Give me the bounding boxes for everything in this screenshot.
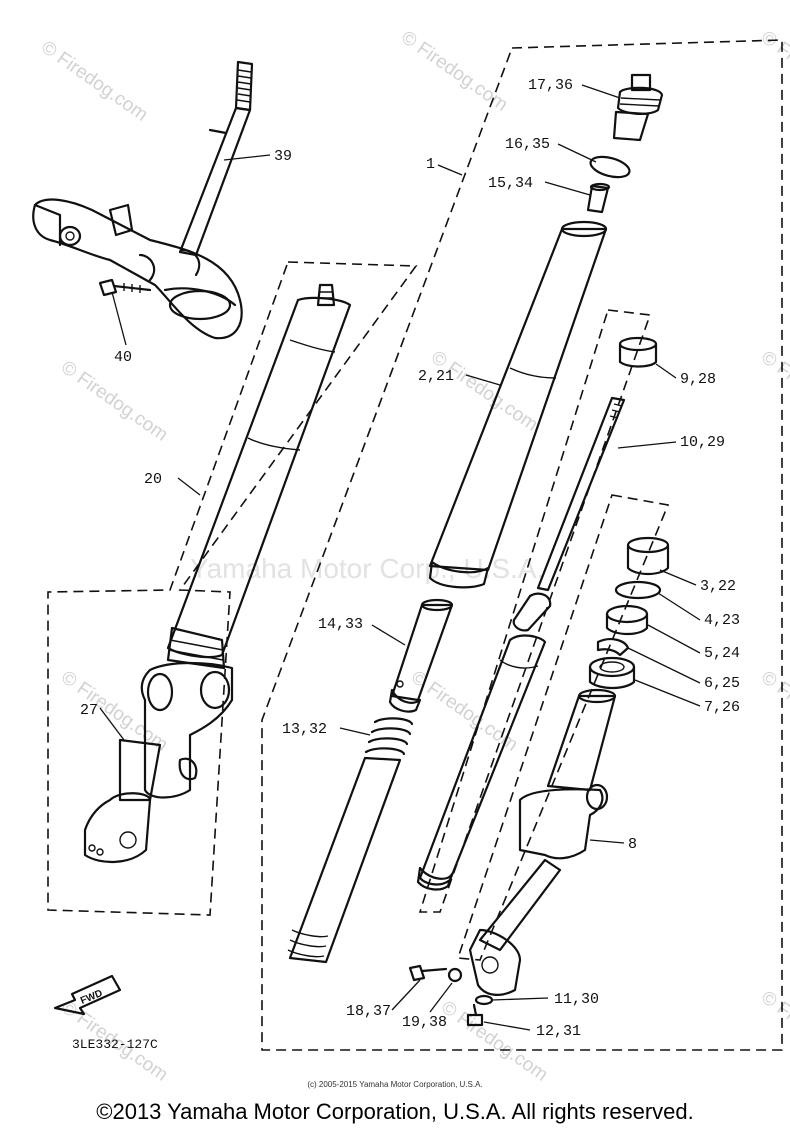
callout-19-38: 19,38 xyxy=(402,1014,447,1031)
base-bolt xyxy=(466,1003,484,1027)
callout-labels: 39 40 20 27 1 17,36 16,35 15,34 2,21 9,2… xyxy=(80,77,740,1040)
watermark-site: © Firedog.com xyxy=(57,667,171,756)
cap-bolt xyxy=(612,73,664,142)
watermark-site: © Firedog.com xyxy=(757,987,790,1076)
callout-18-37: 18,37 xyxy=(346,1003,391,1020)
diagram-code: 3LE332-127C xyxy=(72,1037,158,1052)
piston-cylinder xyxy=(388,598,454,713)
left-fork-assembly-boundary xyxy=(47,261,418,916)
fork-spring-upper xyxy=(364,717,414,756)
callout-13-32: 13,32 xyxy=(282,721,327,738)
watermark-site: © Firedog.com xyxy=(427,347,541,436)
collar xyxy=(618,336,658,368)
circlip xyxy=(596,638,630,657)
washer xyxy=(605,604,649,636)
retaining-clip xyxy=(614,580,662,600)
small-washer xyxy=(447,967,463,983)
damper-rod xyxy=(512,396,626,632)
callout-3-22: 3,22 xyxy=(700,578,736,595)
oil-seal xyxy=(626,536,670,576)
dust-seal xyxy=(588,656,636,690)
gasket xyxy=(474,994,494,1006)
watermark-site: © Firedog.com xyxy=(757,347,790,436)
right-fork-assembly-boundary xyxy=(261,39,783,1051)
callout-40: 40 xyxy=(114,349,132,366)
callout-14-33: 14,33 xyxy=(318,616,363,633)
callout-27: 27 xyxy=(80,702,98,719)
inner-tube xyxy=(416,634,547,891)
callout-5-24: 5,24 xyxy=(704,645,740,662)
callout-8: 8 xyxy=(628,836,637,853)
left-fork-assembly xyxy=(83,283,352,864)
callout-17-36: 17,36 xyxy=(528,77,573,94)
callout-11-30: 11,30 xyxy=(554,991,599,1008)
outer-tube-parts-boundary xyxy=(456,494,670,961)
outer-tube xyxy=(428,220,608,589)
callout-2-21: 2,21 xyxy=(418,368,454,385)
watermark-site: © Firedog.com xyxy=(397,27,511,116)
callout-1: 1 xyxy=(426,156,435,173)
pinch-bolt xyxy=(98,278,152,297)
watermark-site: © Firedog.com xyxy=(437,997,551,1086)
callout-15-34: 15,34 xyxy=(488,175,533,192)
callout-20: 20 xyxy=(144,471,162,488)
o-ring xyxy=(589,155,631,179)
watermark-site: © Firedog.com xyxy=(757,667,790,756)
leader-lines xyxy=(99,84,701,1031)
callout-10-29: 10,29 xyxy=(680,434,725,451)
footer-copyright: ©2013 Yamaha Motor Corporation, U.S.A. A… xyxy=(96,1099,694,1124)
callout-6-25: 6,25 xyxy=(704,675,740,692)
drain-bolt xyxy=(408,964,448,982)
callout-7-26: 7,26 xyxy=(704,699,740,716)
inner-parts-boundary xyxy=(418,309,652,913)
watermark-site: © Firedog.com xyxy=(57,357,171,446)
callout-4-23: 4,23 xyxy=(704,612,740,629)
callout-39: 39 xyxy=(274,148,292,165)
fork-spring-lower xyxy=(287,756,402,964)
watermark-layer: Yamaha Motor Corp., U.S.A. © Firedog.com… xyxy=(37,27,790,1086)
callout-12-31: 12,31 xyxy=(536,1023,581,1040)
watermark-site: © Firedog.com xyxy=(37,37,151,126)
callout-16-35: 16,35 xyxy=(505,136,550,153)
callout-9-28: 9,28 xyxy=(680,371,716,388)
spacer xyxy=(586,182,611,214)
image-copyright: (c) 2005-2015 Yamaha Motor Corporation, … xyxy=(307,1080,483,1089)
right-outer-tube xyxy=(468,688,617,996)
steering-stem-under-bracket xyxy=(32,60,254,340)
